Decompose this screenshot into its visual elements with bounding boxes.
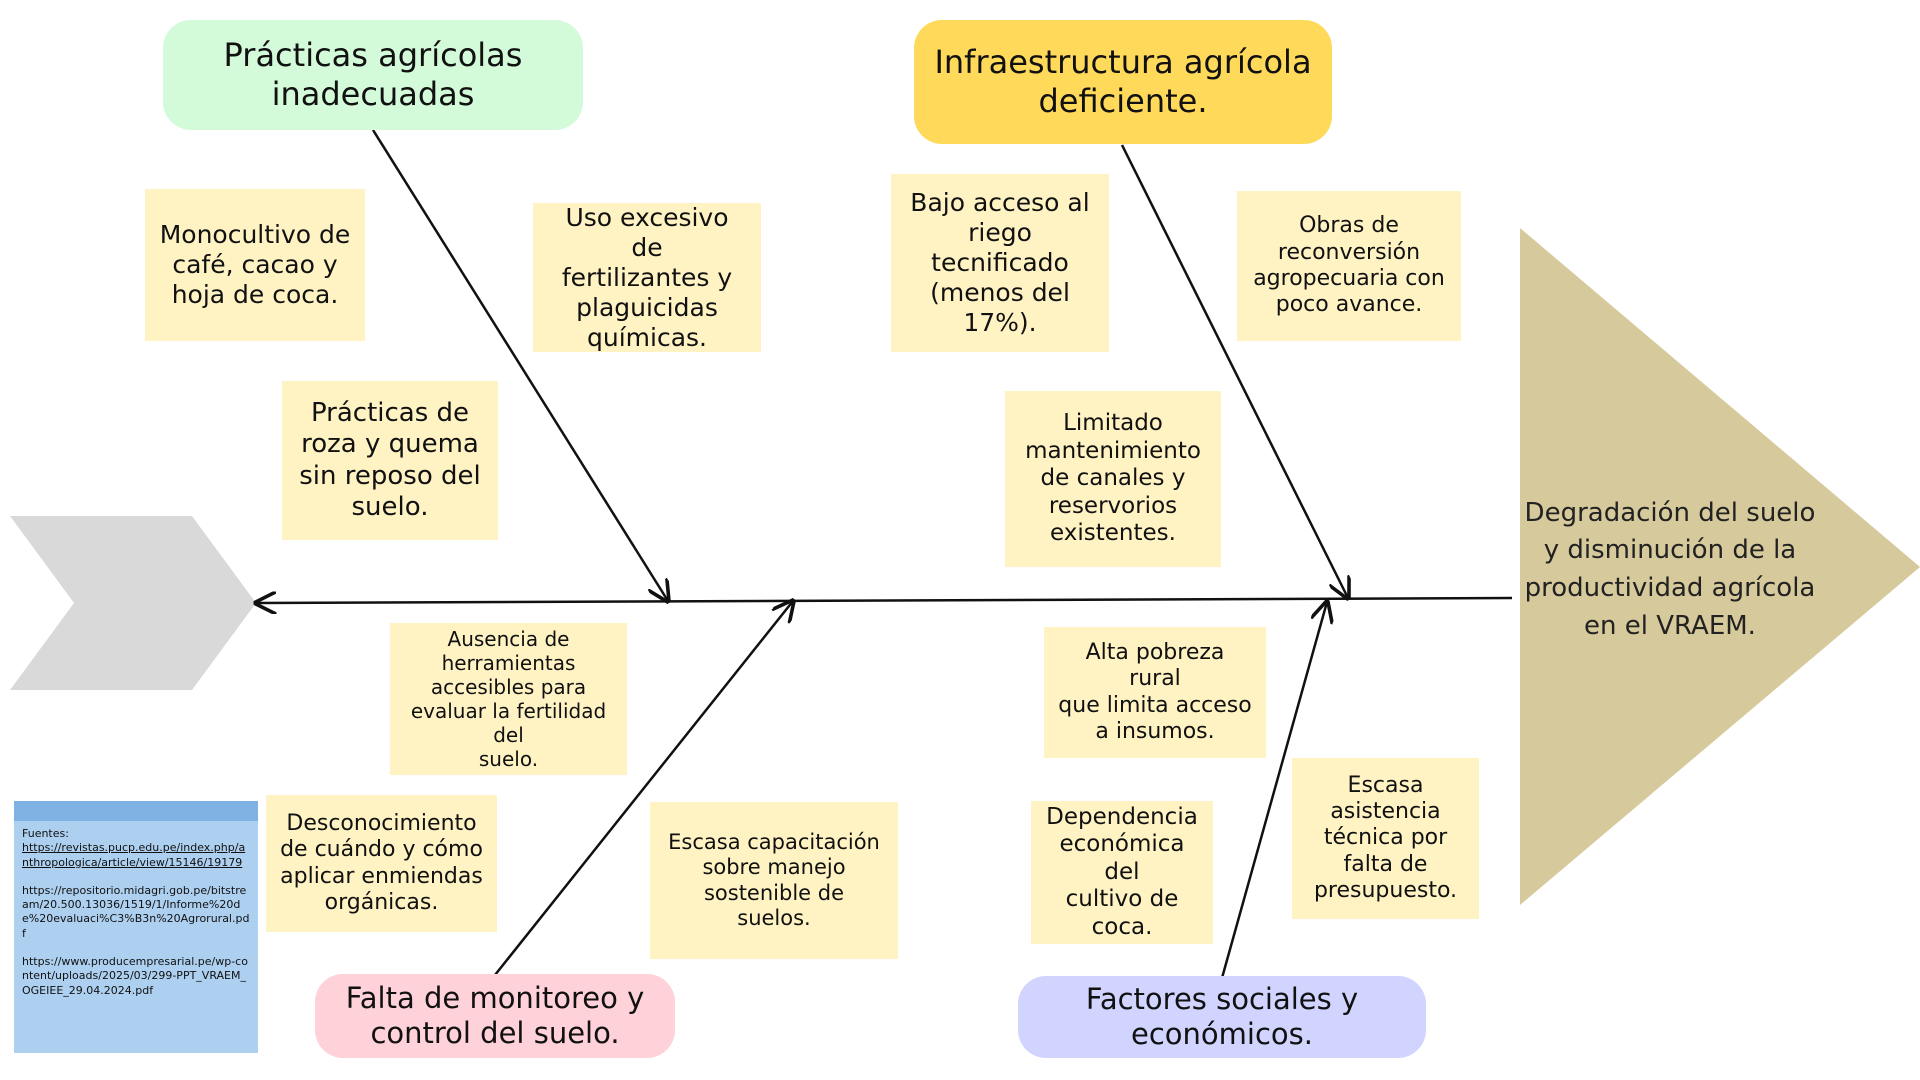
cause-obras: Obras de reconversión agropecuaria con p… [1237,191,1461,341]
effect-label: Degradación del suelo y disminución de l… [1524,497,1816,641]
category-monitoreo: Falta de monitoreo y control del suelo. [315,974,675,1058]
sources-note: Fuentes: https://revistas.pucp.edu.pe/in… [14,801,258,1053]
spine-line [256,598,1513,603]
effect-triangle [1520,228,1920,905]
cause-dependencia: Dependencia económica del cultivo de coc… [1031,801,1213,944]
bone-practicas [371,129,668,601]
sources-note-band [14,801,258,821]
category-practicas-label: Prácticas agrícolas inadecuadas [223,35,523,113]
cause-capacitacion: Escasa capacitación sobre manejo sosteni… [650,802,898,959]
category-sociales: Factores sociales y económicos. [1018,976,1426,1058]
cause-roza: Prácticas de roza y quema sin reposo del… [282,381,498,540]
category-sociales-label: Factores sociales y económicos. [1085,981,1359,1051]
sources-label: Fuentes: [22,827,69,840]
source-link-2: https://repositorio.midagri.gob.pe/bitst… [22,883,250,940]
category-infra: Infraestructura agrícola deficiente. [914,20,1332,144]
cause-herramientas: Ausencia de herramientas accesibles para… [390,623,627,775]
cause-fertilizantes: Uso excesivo de fertilizantes y plaguici… [533,203,761,352]
bone-sociales [1220,602,1327,979]
cause-asistencia: Escasa asistencia técnica por falta de p… [1292,758,1479,919]
category-practicas: Prácticas agrícolas inadecuadas [163,20,583,130]
source-link-1[interactable]: https://revistas.pucp.edu.pe/index.php/a… [22,841,246,869]
tail-chevron [10,516,256,690]
cause-pobreza: Alta pobreza rural que limita acceso a i… [1044,627,1266,758]
bone-monitoreo [494,601,793,976]
cause-riego: Bajo acceso al riego tecnificado (menos … [891,174,1109,352]
category-infra-label: Infraestructura agrícola deficiente. [934,42,1312,120]
source-link-3: https://www.producempresarial.pe/wp-cont… [22,955,248,997]
cause-enmiendas: Desconocimiento de cuándo y cómo aplicar… [266,795,497,932]
bone-infra [1120,144,1348,598]
cause-canales: Limitado mantenimiento de canales y rese… [1005,391,1221,567]
cause-monocultivo: Monocultivo de café, cacao y hoja de coc… [145,189,365,341]
category-monitoreo-label: Falta de monitoreo y control del suelo. [345,980,645,1050]
